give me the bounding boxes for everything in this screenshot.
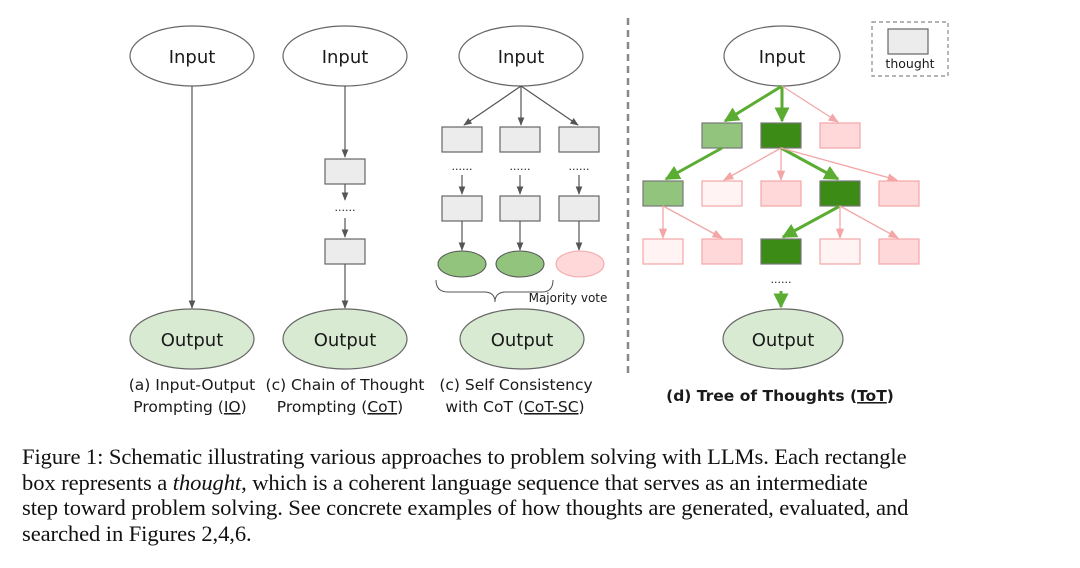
caption-line-3: step toward problem solving. See concret…: [22, 495, 909, 520]
panel-tot: Input ...... O: [642, 25, 920, 405]
io-caption-prefix: Prompting (: [133, 398, 224, 416]
cot-output-node: [282, 308, 408, 370]
tot-edge-pruned: [723, 147, 782, 181]
cotsc-thought-2a: [499, 126, 541, 153]
legend: thought: [871, 21, 949, 77]
cot-caption-prefix: Prompting (: [277, 398, 368, 416]
tot-output-node: [722, 308, 844, 370]
io-caption-line2: Prompting (IO): [133, 398, 246, 416]
cot-thought-2: [324, 238, 366, 265]
cot-caption-line1: (c) Chain of Thought: [266, 376, 425, 394]
cotsc-caption-line2: with CoT (CoT-SC): [445, 398, 584, 416]
tot-thought-l2-pruned-light: [701, 180, 743, 207]
io-input-label: Input: [169, 47, 216, 68]
io-caption-abbrev: IO: [224, 398, 241, 416]
tot-edge-good: [781, 204, 841, 239]
tot-caption-abbrev: ToT: [857, 387, 887, 405]
cotsc-thought-3a: [558, 126, 600, 153]
cotsc-arrow-in-3: [520, 85, 579, 126]
cotsc-caption-abbrev: CoT-SC: [524, 398, 579, 416]
tot-caption-prefix: (d) Tree of Thoughts (: [666, 387, 857, 405]
caption-line-2-end: , which is a coherent language sequence …: [241, 469, 868, 495]
legend-thought-label: thought: [885, 56, 934, 71]
tot-thought-l3-good-dark: [760, 238, 802, 265]
tot-edge-pruned: [781, 85, 839, 123]
cotsc-caption-suffix: ): [579, 398, 585, 416]
tot-edge-pruned: [780, 147, 899, 182]
tot-edge-pruned: [662, 205, 723, 239]
majority-vote-label: Majority vote: [529, 291, 608, 305]
tot-thought-l1-good-light: [701, 122, 743, 149]
tot-edge-good: [664, 146, 723, 181]
figure-caption: Figure 1: Schematic illustrating various…: [22, 444, 1058, 546]
cotsc-output-node: [459, 308, 585, 370]
tot-thought-l3-pruned: [701, 238, 743, 265]
caption-line-4: searched in Figures 2,4,6.: [22, 520, 252, 546]
cotsc-thought-1b: [441, 195, 483, 222]
panel-cot: Input ...... Output (c) Chain of Thought…: [266, 25, 425, 416]
cotsc-caption-prefix: with CoT (: [445, 398, 524, 416]
legend-frame: [871, 21, 949, 77]
cot-caption-abbrev: CoT: [367, 398, 397, 416]
panel-io: Input Output (a) Input-Output Prompting …: [129, 25, 256, 416]
io-caption-line1: (a) Input-Output: [129, 376, 256, 394]
tot-thought-l1-good-dark: [760, 122, 802, 149]
cotsc-input-label: Input: [498, 47, 545, 68]
caption-thought-term: thought: [172, 469, 242, 495]
tot-thought-l2-good-light: [642, 180, 684, 207]
tot-thought-l3-pruned-light: [819, 238, 861, 265]
cotsc-caption-line1: (c) Self Consistency: [439, 376, 592, 394]
cotsc-answer-2-agree: [495, 250, 545, 278]
tot-thought-l2-good-dark: [819, 180, 861, 207]
cot-ellipsis: ......: [335, 201, 356, 214]
tot-edge-pruned: [839, 205, 899, 239]
caption-line-1: Figure 1: Schematic illustrating various…: [22, 444, 907, 469]
tot-ellipsis: ......: [771, 273, 792, 286]
cotsc-arrow-in-1: [463, 85, 522, 126]
tot-thought-l1-pruned: [819, 122, 861, 149]
cotsc-thought-2b: [499, 195, 541, 222]
majority-vote-brace: [435, 279, 554, 303]
cotsc-output-label: Output: [491, 330, 554, 351]
tot-input-label: Input: [759, 47, 806, 68]
cotsc-ellipsis-1: ......: [452, 160, 473, 173]
tot-thought-l3-pruned: [878, 238, 920, 265]
legend-thought-swatch: [887, 28, 929, 55]
cotsc-answer-1-agree: [437, 250, 487, 278]
cot-caption-line2: Prompting (CoT): [277, 398, 403, 416]
caption-line-2-start: box represents a: [22, 469, 173, 495]
io-caption-suffix: ): [241, 398, 247, 416]
cot-output-label: Output: [314, 330, 377, 351]
panel-cot-sc: Input ...... ...... ...... Majority vote…: [435, 25, 608, 416]
figure-1-diagram: Input Output (a) Input-Output Prompting …: [129, 18, 949, 416]
cotsc-thought-3b: [558, 195, 600, 222]
caption-line-2: box represents a thought, which is a coh…: [22, 470, 1058, 496]
tot-edge-good: [723, 84, 783, 123]
cotsc-ellipsis-2: ......: [510, 160, 531, 173]
tot-thought-l3-pruned-light: [642, 238, 684, 265]
cot-input-label: Input: [322, 47, 369, 68]
cot-caption-suffix: ): [397, 398, 403, 416]
tot-thought-l2-pruned: [760, 180, 802, 207]
tot-output-label: Output: [752, 330, 815, 351]
io-output-label: Output: [161, 330, 224, 351]
tot-caption-suffix: ): [887, 387, 894, 405]
cotsc-ellipsis-3: ......: [569, 160, 590, 173]
cotsc-answer-3-reject: [555, 250, 605, 278]
tot-edge-good: [780, 146, 840, 181]
cotsc-thought-1a: [441, 126, 483, 153]
cot-thought-1: [324, 158, 366, 185]
tot-caption: (d) Tree of Thoughts (ToT): [666, 387, 894, 405]
tot-thought-l2-pruned: [878, 180, 920, 207]
io-output-node: [129, 308, 255, 370]
